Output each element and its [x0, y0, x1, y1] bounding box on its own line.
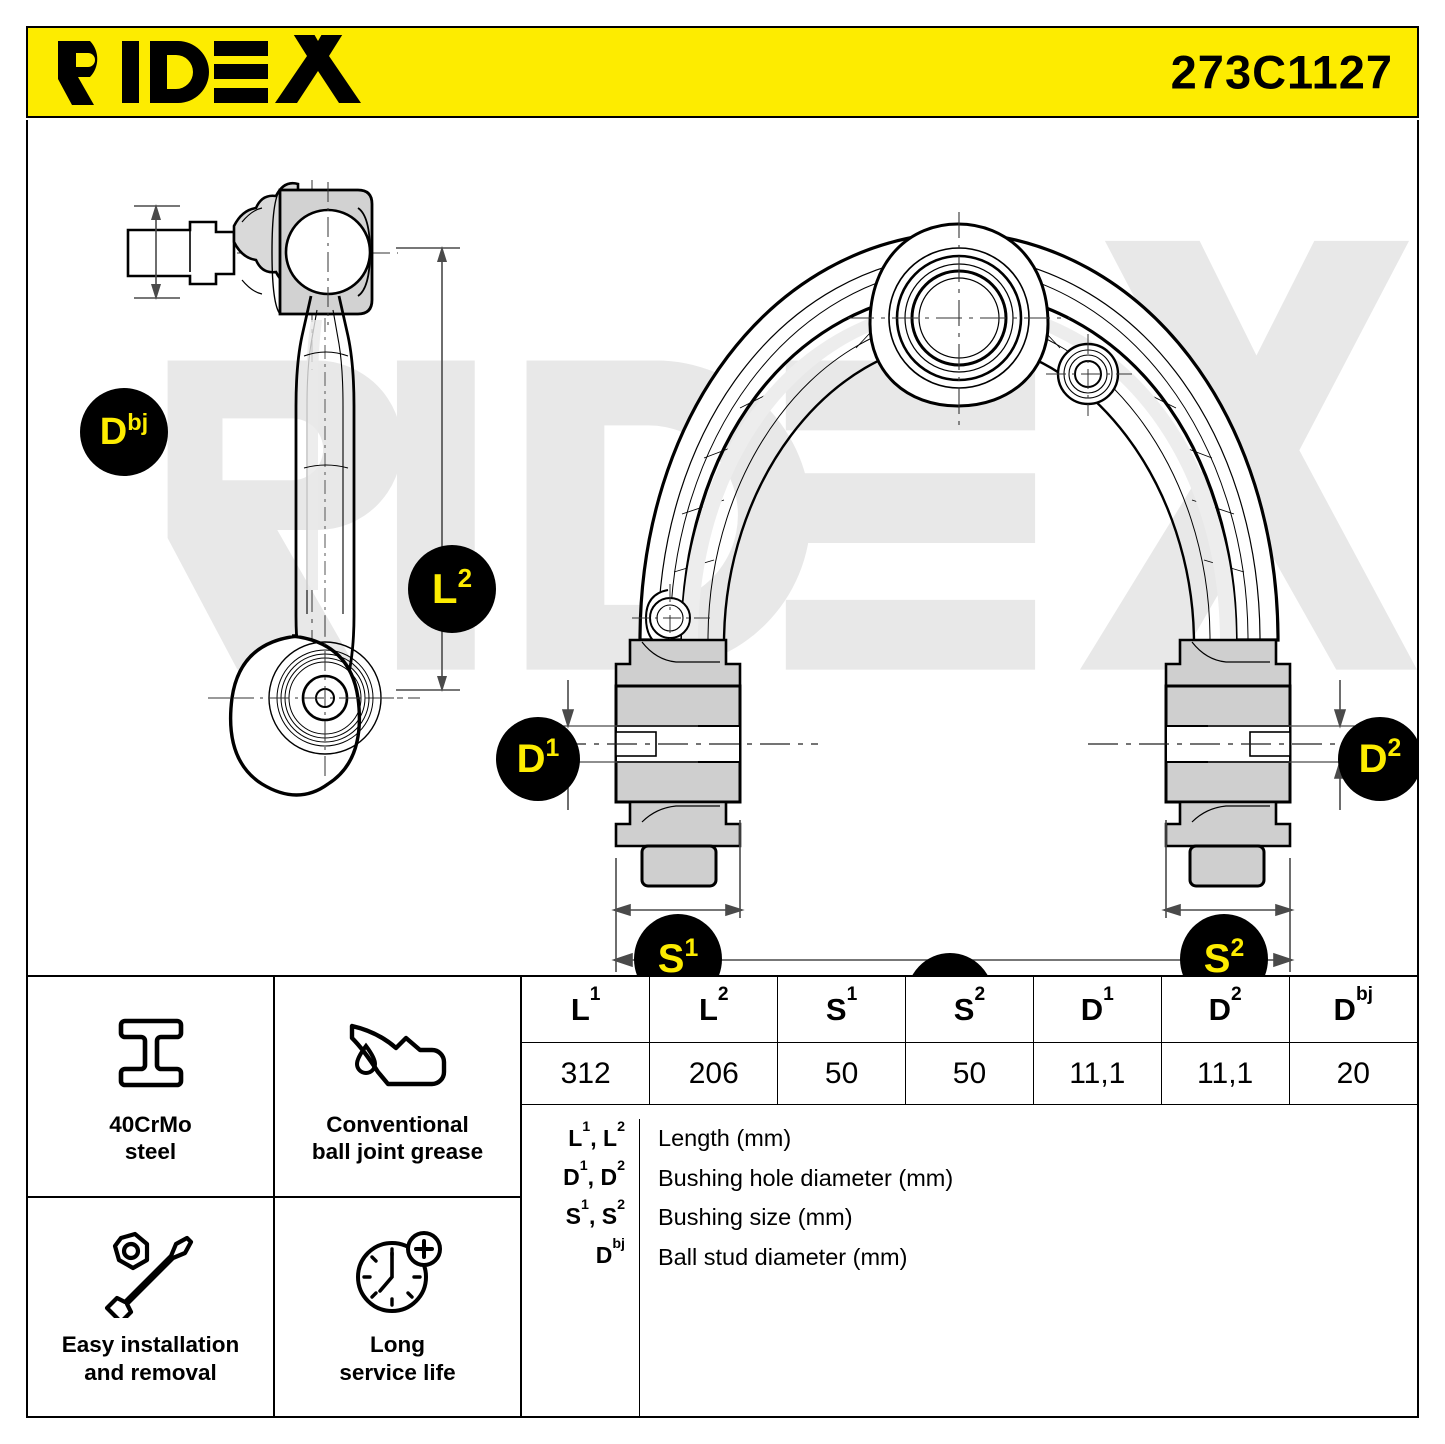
- legend-key: L1, L2: [568, 1118, 625, 1151]
- legend-description: Ball stud diameter (mm): [658, 1244, 908, 1271]
- i-beam-icon: [109, 1007, 193, 1099]
- technical-drawing-area: Dbj L2 D1 D2 S1 S2 L1: [26, 120, 1419, 975]
- dimension-value-cell: 50: [777, 1042, 907, 1105]
- ridex-logo: [58, 35, 361, 105]
- dimension-value-cell: 11,1: [1032, 1042, 1162, 1105]
- dimension-header-s1: S1: [777, 977, 907, 1043]
- ridex-watermark: [147, 240, 1417, 670]
- front-view-drawing: [548, 212, 1378, 972]
- wrench-nut-icon: [101, 1227, 201, 1319]
- legend-description: Bushing size (mm): [658, 1204, 853, 1231]
- header-bar: 273C1127: [26, 26, 1419, 118]
- oil-can-icon: [344, 1007, 452, 1099]
- dimension-value-cell: 50: [905, 1042, 1034, 1105]
- dimension-header-l1: L1: [522, 977, 651, 1043]
- legend-key: S1, S2: [565, 1196, 625, 1229]
- dimension-header-d1: D1: [1032, 977, 1162, 1043]
- dimension-header-d2: D2: [1160, 977, 1290, 1043]
- clock-plus-icon: [352, 1227, 444, 1319]
- dimension-value-cell: 206: [649, 1042, 779, 1105]
- dimension-header-s2: S2: [905, 977, 1034, 1043]
- dimension-header-l2: L2: [649, 977, 779, 1043]
- callout-badge-l1: L1: [906, 953, 994, 975]
- legend-description: Bushing hole diameter (mm): [658, 1164, 954, 1191]
- side-view-drawing: [126, 180, 460, 797]
- dimension-value-cell: 20: [1288, 1042, 1417, 1105]
- dimension-value-cell: 312: [522, 1042, 651, 1105]
- legend-key: Dbj: [595, 1235, 625, 1268]
- legend-descriptions-column: Length (mm) Bushing hole diameter (mm) Bus…: [640, 1119, 953, 1416]
- legend-description: Length (mm): [658, 1125, 792, 1151]
- dimension-header-dbj: Dbj: [1288, 977, 1417, 1043]
- legend-key: D1, D2: [563, 1157, 625, 1190]
- legend-section: L1, L2 D1, D2 S1, S2 Dbj Length (mm) Bushing…: [522, 1105, 1417, 1416]
- legend-keys-column: L1, L2 D1, D2 S1, S2 Dbj: [522, 1119, 640, 1416]
- dimension-value-cell: 11,1: [1160, 1042, 1290, 1105]
- part-number: 273C1127: [1170, 45, 1393, 99]
